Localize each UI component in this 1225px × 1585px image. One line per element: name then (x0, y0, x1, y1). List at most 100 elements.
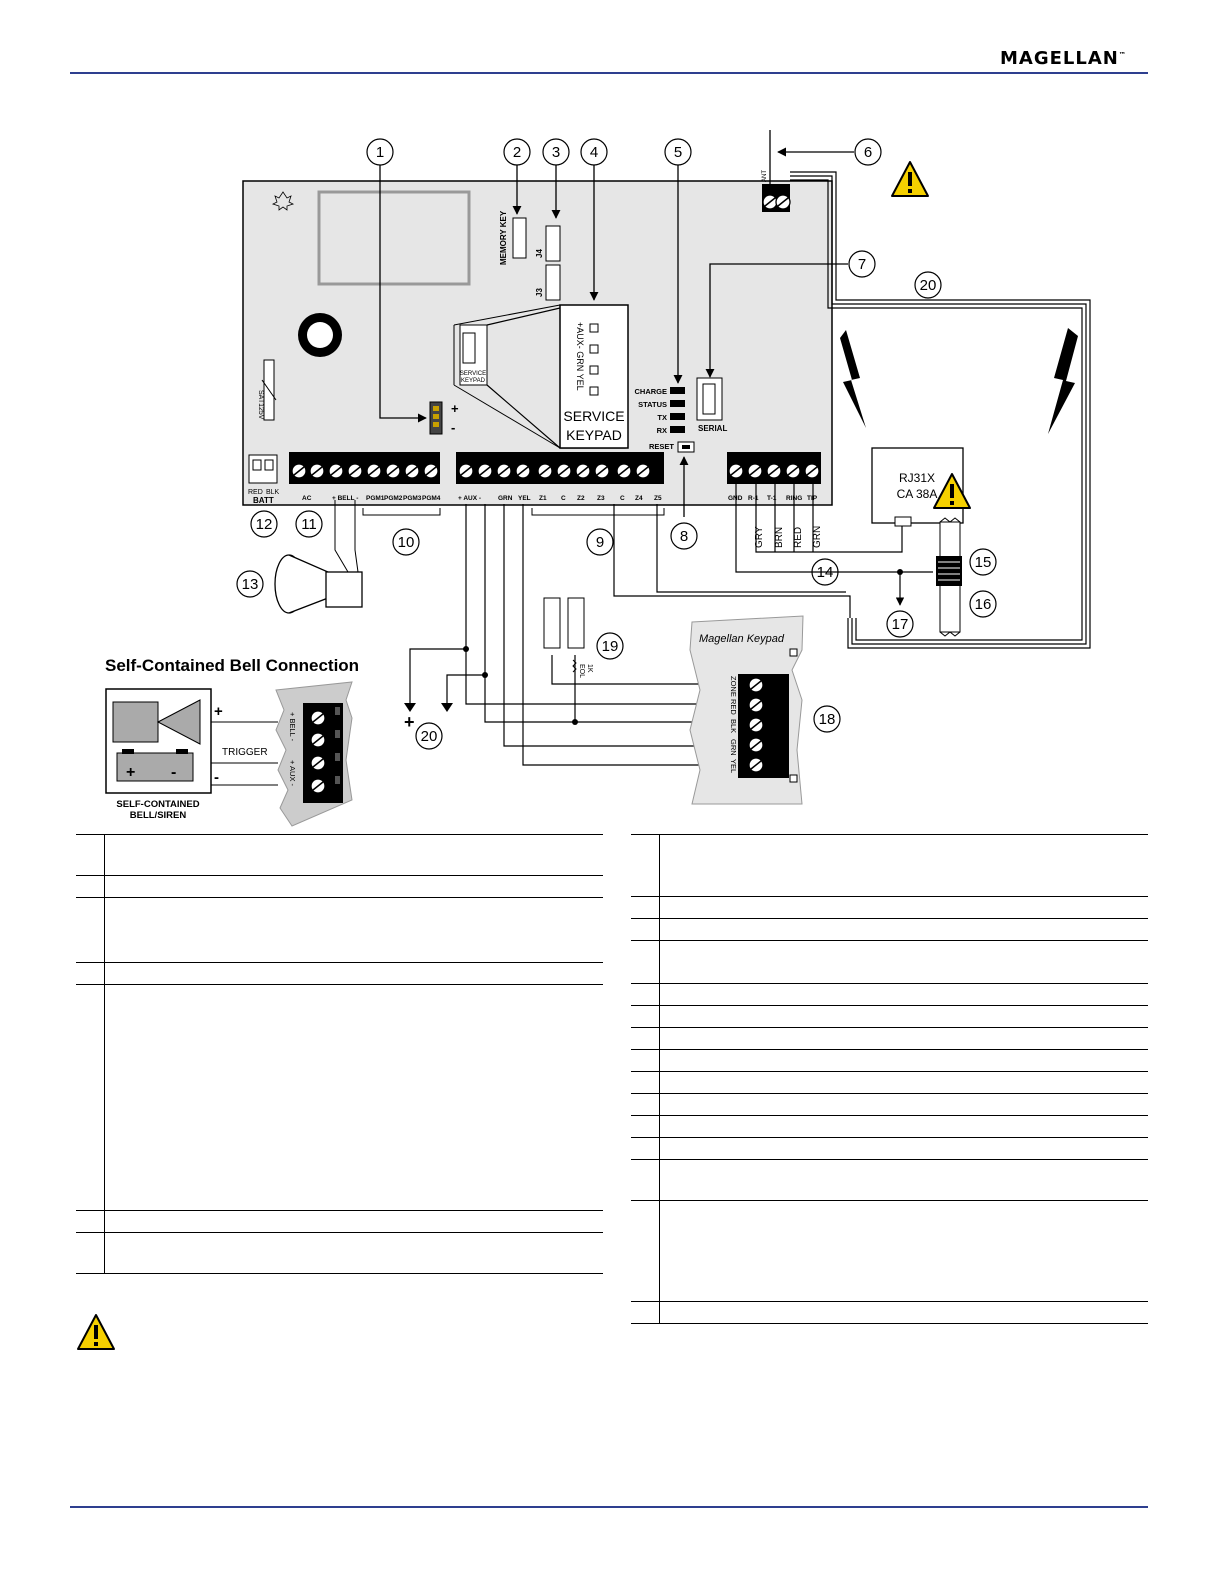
status-leds: CHARGE STATUS TX RX (634, 387, 685, 435)
svg-text:18: 18 (819, 711, 836, 728)
lightning-icon (840, 330, 866, 428)
svg-text:20: 20 (920, 277, 937, 294)
svg-text:CA 38A: CA 38A (897, 487, 938, 501)
table-row (631, 1072, 1148, 1094)
svg-text:RED: RED (248, 489, 263, 496)
svg-text:11: 11 (301, 516, 317, 533)
svg-text:R-1: R-1 (748, 495, 759, 502)
maple-leaf-icon (271, 191, 295, 211)
table-row (631, 1028, 1148, 1050)
reset-button: RESET (649, 441, 695, 453)
svg-text:SERVICE: SERVICE (460, 371, 486, 377)
svg-text:16: 16 (975, 596, 992, 613)
svg-text:CHARGE: CHARGE (634, 387, 667, 396)
svg-text:KEYPAD: KEYPAD (566, 427, 622, 443)
lightning-icon (1048, 328, 1078, 434)
svg-text:Self-Contained Bell Connection: Self-Contained Bell Connection (105, 656, 359, 675)
svg-text:PGM1: PGM1 (366, 495, 385, 502)
telco-wires (735, 484, 933, 606)
table-row (76, 985, 603, 1211)
battery-connector: RED BLK BATT (248, 454, 280, 505)
svg-text:TIP: TIP (807, 495, 818, 502)
svg-text:RJ31X: RJ31X (899, 471, 935, 485)
terminal-block-middle: + AUX - GRN YEL Z1 C Z2 Z3 C Z4 Z5 (456, 452, 664, 502)
svg-text:GRN: GRN (729, 739, 738, 756)
svg-text:ZONE: ZONE (729, 676, 738, 697)
svg-text:GRN: GRN (498, 495, 513, 502)
svg-text:Z3: Z3 (597, 495, 605, 502)
svg-text:RED: RED (729, 699, 738, 715)
table-row (631, 1116, 1148, 1138)
svg-text:TX: TX (657, 413, 667, 422)
callout-circles (236, 138, 997, 750)
service-keypad-connector: SERVICE KEYPAD +AUX- GRN YEL SERVICE KEY… (453, 304, 629, 449)
transformer-outline (317, 190, 471, 286)
svg-text:Z5: Z5 (654, 495, 662, 502)
svg-text:PGM4: PGM4 (422, 495, 441, 502)
antenna-terminal: ANT (762, 170, 791, 212)
svg-text:1: 1 (376, 144, 384, 161)
door-contacts: 1K EOL (543, 597, 593, 678)
j3-connector: J3 (535, 264, 561, 301)
svg-text:+: + (404, 712, 415, 732)
self-contained-bell-section: Self-Contained Bell Connection + - SELF-… (105, 656, 359, 827)
table-row (631, 941, 1148, 984)
svg-text:Z1: Z1 (539, 495, 547, 502)
table-row (76, 1211, 603, 1233)
svg-text:15: 15 (975, 554, 992, 571)
keypad-wires (409, 504, 851, 766)
fuse: SAT125V (257, 359, 277, 421)
svg-text:SELF-CONTAINED: SELF-CONTAINED (116, 799, 199, 810)
table-row (631, 1302, 1148, 1324)
magellan-keypad: Magellan Keypad ZONE RED BLK GRN YEL (689, 615, 804, 805)
table-row (631, 984, 1148, 1006)
svg-text:T-1: T-1 (767, 495, 777, 502)
table-row (631, 1160, 1148, 1201)
legend-table-right (631, 834, 1148, 1324)
svg-text:J3: J3 (535, 288, 544, 297)
header-rule (70, 72, 1148, 74)
svg-text:19: 19 (602, 638, 619, 655)
table-row (76, 835, 603, 876)
svg-text:1K: 1K (586, 664, 593, 673)
svg-text:PGM2: PGM2 (384, 495, 403, 502)
svg-text:YEL: YEL (729, 759, 738, 773)
svg-text:Magellan Keypad: Magellan Keypad (699, 633, 785, 645)
svg-text:7: 7 (858, 256, 866, 273)
svg-text:+: + (214, 703, 223, 720)
table-row (631, 1006, 1148, 1028)
warning-icon (891, 161, 929, 197)
svg-text:-: - (171, 764, 176, 781)
svg-text:AC: AC (302, 495, 312, 502)
power-header: + - (429, 401, 459, 435)
table-row (76, 963, 603, 985)
svg-text:TRIGGER: TRIGGER (222, 747, 268, 758)
svg-text:GRN: GRN (812, 526, 823, 548)
svg-text:14: 14 (817, 564, 834, 581)
table-row (76, 898, 603, 963)
svg-text:10: 10 (398, 534, 415, 551)
svg-text:RED: RED (793, 527, 804, 548)
table-row (631, 1094, 1148, 1116)
brand-logo: MAGELLAN™ (1000, 48, 1127, 69)
table-row (631, 835, 1148, 897)
svg-text:ANT: ANT (762, 170, 768, 182)
svg-text:4: 4 (590, 144, 598, 161)
terminal-block-left: AC + BELL - PGM1 PGM2 PGM3 PGM4 (289, 452, 441, 502)
svg-text:9: 9 (596, 534, 604, 551)
svg-text:20: 20 (421, 728, 438, 745)
svg-text:13: 13 (242, 576, 259, 593)
svg-text:3: 3 (552, 144, 560, 161)
table-row (631, 919, 1148, 941)
svg-text:+ BELL -: + BELL - (332, 495, 358, 502)
svg-text:EOL: EOL (578, 664, 585, 678)
svg-text:RX: RX (657, 426, 667, 435)
svg-text:17: 17 (892, 616, 909, 633)
svg-text:MEMORY KEY: MEMORY KEY (499, 210, 508, 265)
telco-wire-colors: GRY BRN RED GRN (754, 526, 823, 548)
svg-text:+ AUX -: + AUX - (458, 495, 481, 502)
table-row (76, 876, 603, 898)
telephone-wall-line (936, 517, 962, 637)
svg-text:BELL/SIREN: BELL/SIREN (130, 810, 187, 821)
table-row (631, 1050, 1148, 1072)
